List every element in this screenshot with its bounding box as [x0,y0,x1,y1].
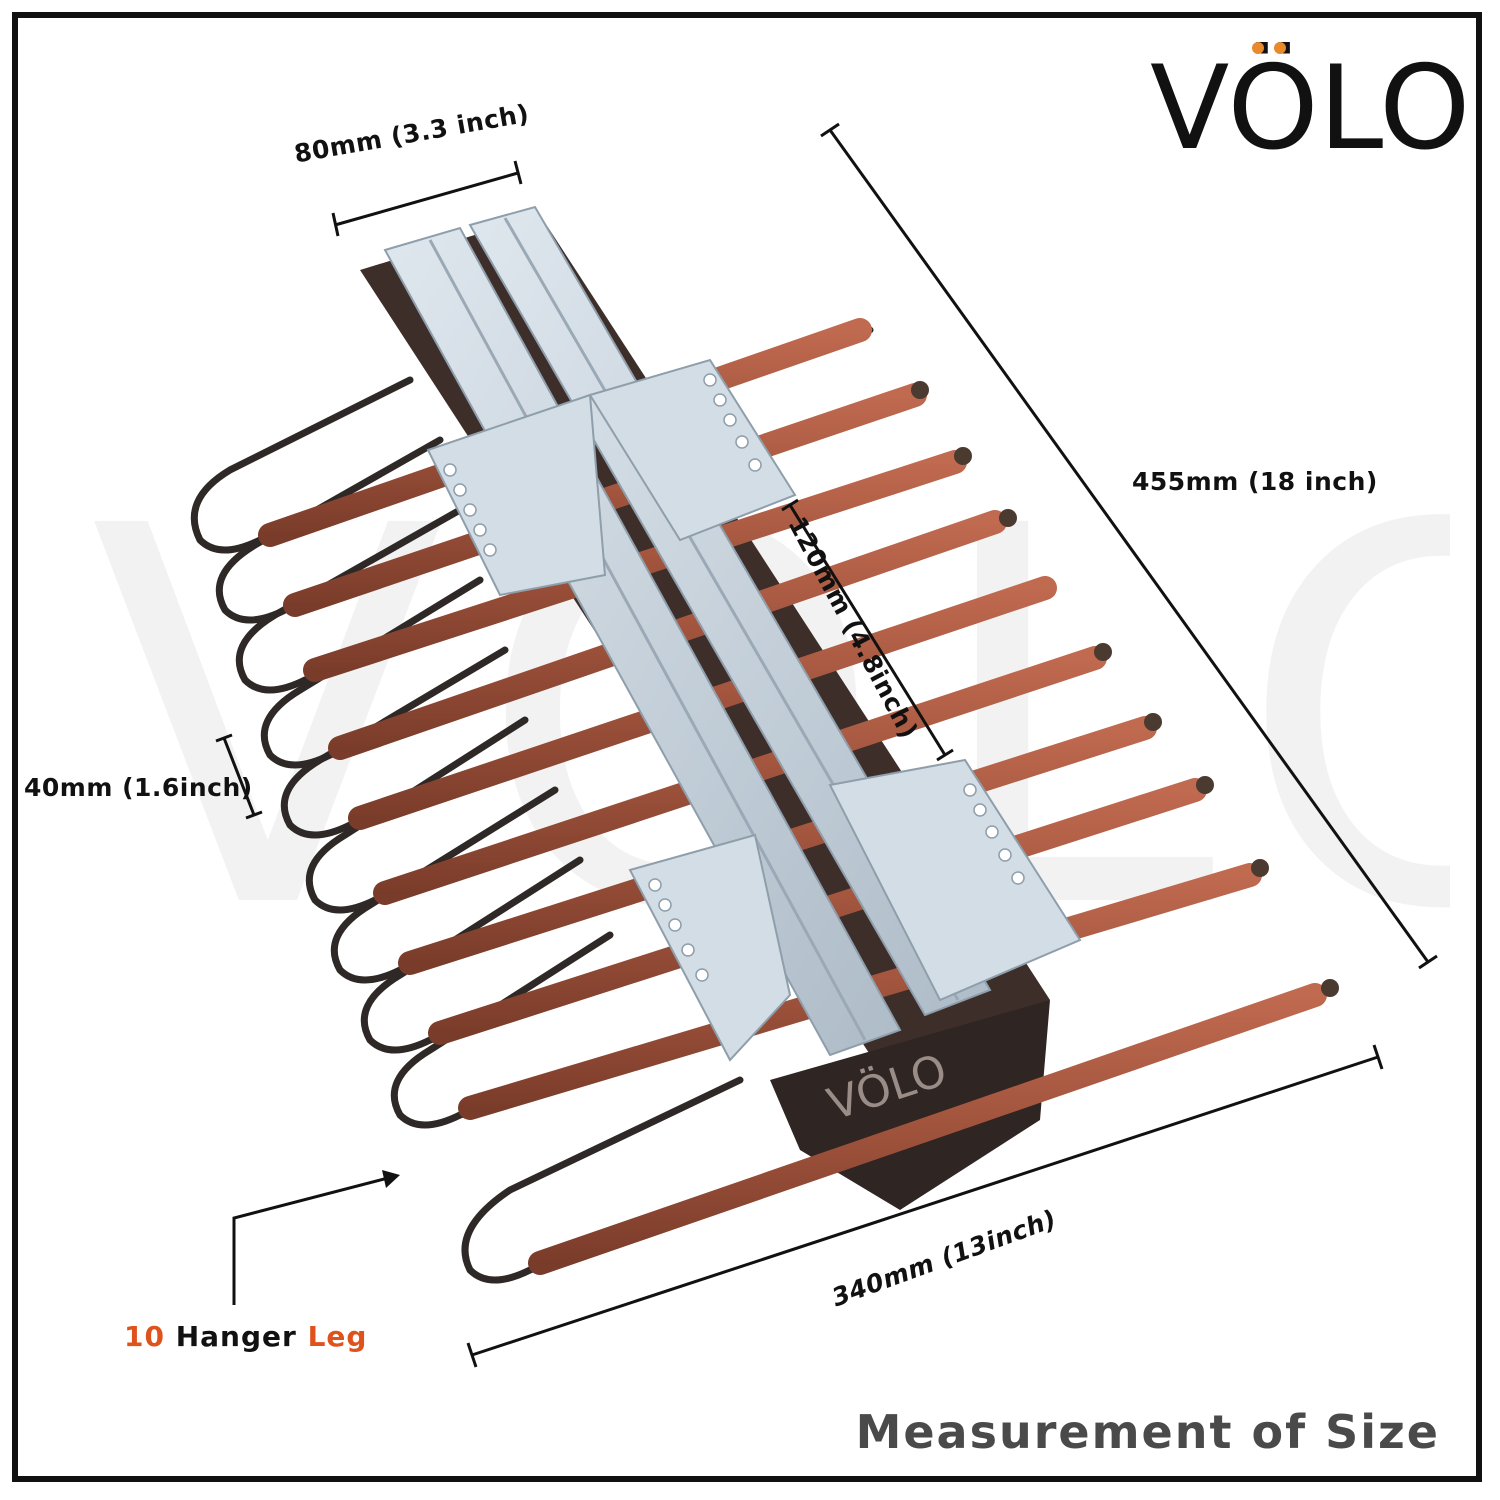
volo-logo: VÖLO [1150,41,1468,170]
hanger-pointer-arrowhead [382,1170,400,1188]
logo-umlaut-dot [1252,42,1264,54]
hanger-pointer-line [232,1176,389,1305]
dimension-lines [215,122,1438,1368]
hanger-count: 10 [124,1320,165,1353]
hanger-leg [280,581,1054,839]
mounting-bracket [828,758,1082,1002]
dim-line-455mm [828,129,1430,963]
hanger-leg [330,721,1154,984]
svg-text:VÖLO: VÖLO [1150,41,1468,170]
logo-umlaut-dot [1274,42,1286,54]
hanger-leg [390,866,1259,1129]
dim-line-120mm [788,504,947,756]
end-cap [999,509,1017,527]
hanger-word: Hanger [175,1320,297,1353]
leg-end-caps [911,381,1339,997]
mounting-bracket [588,358,797,542]
hanger-leg [360,781,1204,1054]
dim-line-340mm [471,1055,1379,1357]
hanger-leg [190,326,874,554]
image-border [12,12,1482,1482]
rail-groove [428,239,867,1041]
footer-title: Measurement of Size [855,1405,1440,1459]
dim-line-80mm [334,171,519,227]
dim-label-40mm: 40mm (1.6inch) [24,773,253,802]
mounting-brackets [426,358,1082,1062]
bracket-holes [443,373,1025,982]
hanger-part: Leg [307,1320,368,1353]
hanger-legs [190,326,1329,1284]
dim-label-455mm: 455mm (18 inch) [1132,467,1378,496]
dim-line-40mm [222,737,256,816]
end-cap [1321,979,1339,997]
end-cap [954,447,972,465]
foam-sleeve [528,983,1327,1275]
end-cap [911,381,929,399]
end-cap [1094,643,1112,661]
mounting-bracket [426,393,607,597]
end-cap [1251,859,1269,877]
end-cap [1196,776,1214,794]
hanger-leg [461,986,1329,1284]
mounting-bracket [628,833,792,1062]
end-cap [1144,713,1162,731]
hanger-leg-caption: 10 Hanger Leg [124,1320,367,1353]
hanger-leg [235,456,964,694]
hanger-leg [305,651,1104,914]
